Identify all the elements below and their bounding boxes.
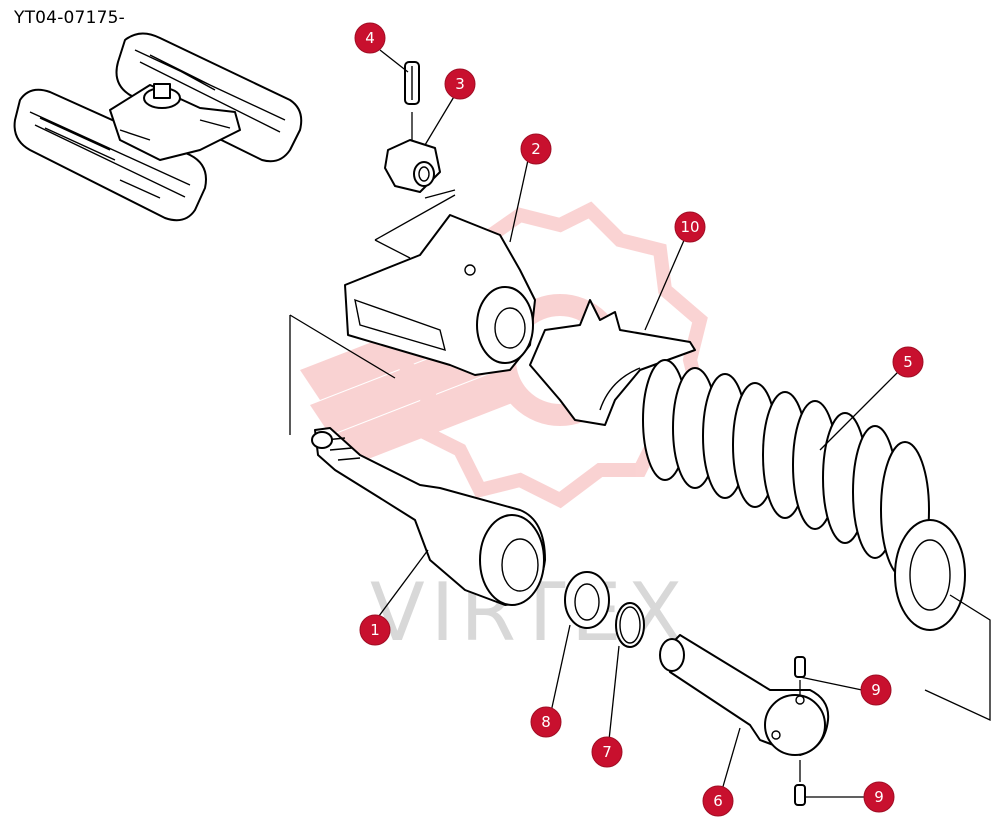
svg-text:4: 4 xyxy=(365,29,375,47)
undercarriage-inset xyxy=(13,32,303,222)
callout-10: 10 xyxy=(674,211,706,243)
svg-text:6: 6 xyxy=(713,792,723,810)
callout-3: 3 xyxy=(444,68,476,100)
diagram-code-label: YT04-07175- xyxy=(14,8,125,28)
svg-text:8: 8 xyxy=(541,713,551,731)
callout-9-lower: 9 xyxy=(863,781,895,813)
part-6-shaft xyxy=(659,634,830,756)
callout-8: 8 xyxy=(530,706,562,738)
part-9-pin-lower xyxy=(794,760,806,806)
callout-7: 7 xyxy=(591,736,623,768)
callout-9-upper: 9 xyxy=(860,674,892,706)
part-1-rod xyxy=(311,427,546,606)
svg-text:5: 5 xyxy=(903,353,913,371)
callout-4: 4 xyxy=(354,22,386,54)
part-3-nut xyxy=(374,139,456,259)
part-2-yoke xyxy=(289,214,536,435)
part-7-o-ring xyxy=(615,602,645,648)
part-10-guard-plate xyxy=(529,299,696,426)
svg-text:2: 2 xyxy=(531,140,541,158)
svg-text:3: 3 xyxy=(455,75,465,93)
svg-text:7: 7 xyxy=(602,743,612,761)
part-4-pin xyxy=(404,61,420,140)
part-5-spring xyxy=(642,359,991,722)
part-8-ring xyxy=(564,571,610,629)
callout-5: 5 xyxy=(892,346,924,378)
callout-1: 1 xyxy=(359,614,391,646)
callout-6: 6 xyxy=(702,785,734,817)
svg-text:9: 9 xyxy=(874,788,884,806)
svg-text:10: 10 xyxy=(680,218,699,236)
svg-text:9: 9 xyxy=(871,681,881,699)
callout-2: 2 xyxy=(520,133,552,165)
callout-leaders xyxy=(375,49,899,798)
svg-text:1: 1 xyxy=(370,621,380,639)
